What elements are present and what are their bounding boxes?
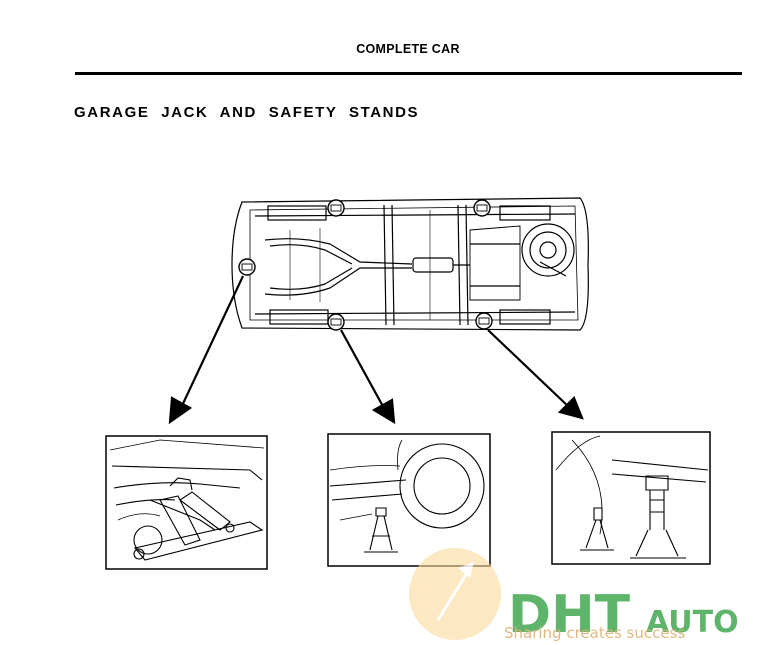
header-rule bbox=[75, 72, 742, 75]
arrow-head-stand-rear bbox=[557, 396, 584, 420]
watermark-brand-suffix: AUTO bbox=[646, 605, 739, 640]
watermark-slogan: Sharing creates success bbox=[504, 624, 685, 642]
car-underbody-illustration bbox=[231, 197, 589, 331]
page-title: GARAGE JACK AND SAFETY STANDS bbox=[74, 104, 420, 121]
jack-point-front-left bbox=[327, 199, 345, 217]
arrows bbox=[168, 275, 584, 425]
arrow-head-jack bbox=[168, 396, 193, 425]
jack-point-front-right bbox=[327, 313, 345, 331]
jack-point-rear-left bbox=[473, 199, 491, 217]
dht-auto-watermark: DHT AUTO Sharing creates success bbox=[409, 548, 739, 645]
watermark-brand-main: DHT bbox=[508, 585, 631, 645]
jack-point-rear-right bbox=[475, 312, 493, 330]
section-header: COMPLETE CAR bbox=[356, 42, 460, 56]
detail-panel-safety-stands-rear bbox=[551, 431, 711, 565]
jack-point-front-center bbox=[238, 258, 256, 276]
detail-panel-garage-jack bbox=[105, 435, 268, 570]
detail-panel-safety-stand-front bbox=[327, 433, 491, 567]
arrow-head-stand-front bbox=[371, 398, 396, 425]
